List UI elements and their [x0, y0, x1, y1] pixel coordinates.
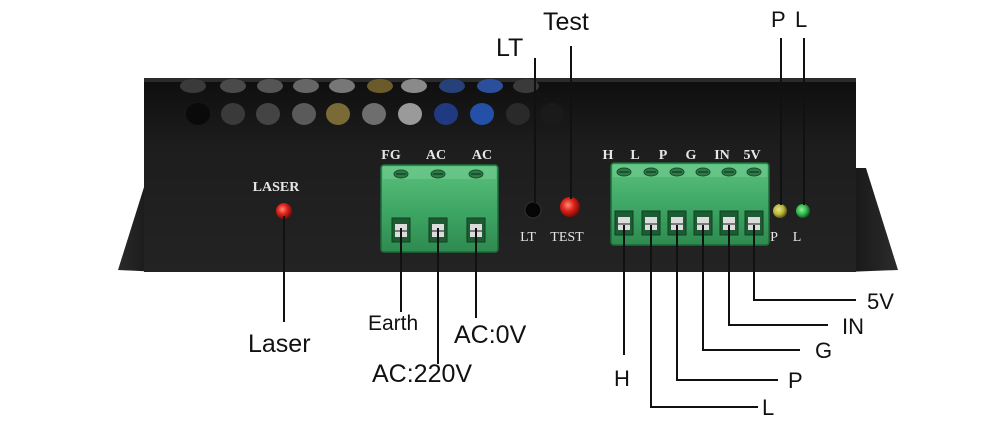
p-led-panel-label: P [770, 230, 778, 245]
vent-hole [293, 79, 319, 93]
vent-hole [434, 103, 458, 125]
callout-p-led: P [771, 7, 786, 32]
p-panel-label: P [659, 148, 668, 163]
5v-panel-label: 5V [743, 148, 760, 163]
vent-hole [439, 79, 465, 93]
vent-hole [367, 79, 393, 93]
vent-hole [221, 103, 245, 125]
vent-hole [401, 79, 427, 93]
callout-l-led: L [795, 7, 808, 32]
vent-hole [477, 79, 503, 93]
right-mounting-flange [846, 168, 898, 272]
callout-ac220: AC:220V [372, 360, 473, 388]
leader-l [650, 225, 758, 408]
leader-lines [283, 38, 856, 408]
vent-hole [470, 103, 494, 125]
leader-g [702, 225, 800, 351]
vent-hole [362, 103, 386, 125]
callout-earth: Earth [368, 312, 419, 335]
callout-g: G [815, 338, 833, 363]
callout-h: H [614, 366, 630, 391]
lt-button[interactable] [524, 201, 542, 219]
ac-terminal-block[interactable] [380, 164, 499, 253]
callout-laser: Laser [248, 330, 311, 358]
vent-hole [220, 79, 246, 93]
g-panel-label: G [686, 148, 697, 163]
vent-hole [540, 103, 564, 125]
vent-hole [326, 103, 350, 125]
vent-hole [292, 103, 316, 125]
leader-in [728, 225, 828, 326]
callout-ac0: AC:0V [454, 321, 527, 349]
vent-hole [329, 79, 355, 93]
h-panel-label: H [603, 148, 614, 163]
ac2-panel-label: AC [472, 148, 492, 163]
fg-panel-label: FG [381, 148, 401, 163]
leader-p [676, 225, 778, 381]
vent-hole [180, 79, 206, 93]
vent-hole [506, 103, 530, 125]
vent-hole [257, 79, 283, 93]
callout-in: IN [842, 314, 864, 339]
callout-lt: LT [496, 34, 524, 62]
vent-hole [398, 103, 422, 125]
vent-hole [186, 103, 210, 125]
ac1-panel-label: AC [426, 148, 446, 163]
leader-5v [753, 225, 856, 301]
l-led-panel-label: L [793, 230, 802, 245]
callout-5v: 5V [867, 289, 894, 314]
in-panel-label: IN [714, 148, 730, 163]
callout-test: Test [543, 8, 589, 36]
laser-led [276, 203, 292, 219]
callout-p: P [788, 368, 803, 393]
laser-panel-label: LASER [253, 180, 301, 195]
vent-holes [180, 79, 564, 125]
test-panel-label: TEST [550, 230, 584, 245]
callout-l: L [762, 395, 775, 420]
signal-terminal-block[interactable] [610, 162, 770, 246]
l-panel-label: L [630, 148, 639, 163]
p-led [773, 204, 787, 218]
vent-hole [256, 103, 280, 125]
vent-hole [513, 79, 539, 93]
test-button[interactable] [560, 197, 580, 217]
lt-panel-label: LT [520, 230, 536, 245]
l-led [796, 204, 810, 218]
